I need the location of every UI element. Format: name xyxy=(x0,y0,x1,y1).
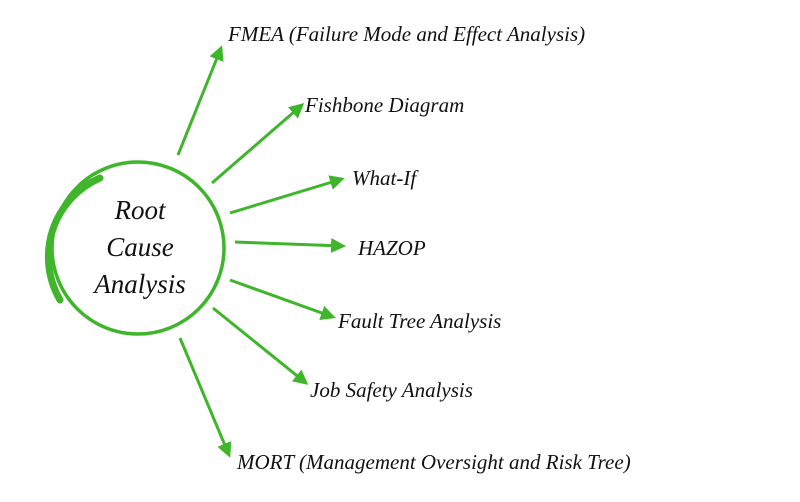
arrow-hazop xyxy=(234,238,346,254)
center-line-3: Analysis xyxy=(92,269,186,299)
label-fault-tree: Fault Tree Analysis xyxy=(337,309,501,333)
arrows xyxy=(176,45,346,458)
center-line-1: Root xyxy=(114,195,167,225)
label-job-safety: Job Safety Analysis xyxy=(310,378,473,402)
arrow-what-if xyxy=(229,175,345,215)
label-hazop: HAZOP xyxy=(357,236,426,260)
label-fishbone: Fishbone Diagram xyxy=(304,93,464,117)
arrow-fmea xyxy=(176,45,224,156)
arrow-mort xyxy=(178,337,232,458)
label-what-if: What-If xyxy=(352,166,419,190)
label-mort: MORT (Management Oversight and Risk Tree… xyxy=(236,450,631,474)
center-line-2: Cause xyxy=(106,232,174,262)
arrow-fault-tree xyxy=(229,278,336,321)
center-node: Root Cause Analysis xyxy=(44,160,226,336)
label-fmea: FMEA (Failure Mode and Effect Analysis) xyxy=(227,22,585,46)
arrow-job-safety xyxy=(212,306,309,385)
arrow-fishbone xyxy=(211,103,305,185)
brush-stroke xyxy=(44,174,104,304)
